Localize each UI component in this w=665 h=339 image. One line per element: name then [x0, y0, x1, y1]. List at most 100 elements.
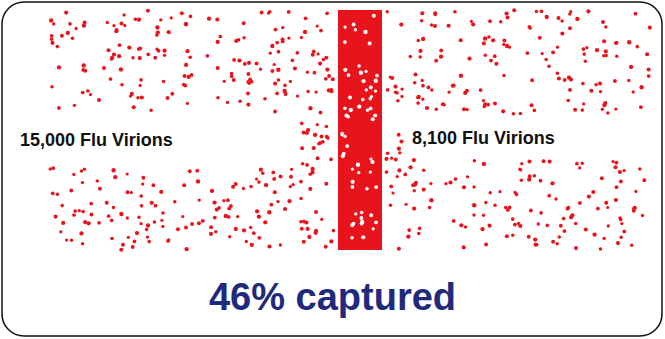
- virion-dot: [418, 227, 422, 231]
- virion-dot: [308, 173, 312, 177]
- virion-dot: [596, 207, 600, 211]
- virion-dot: [638, 167, 642, 171]
- virion-dot: [614, 41, 618, 45]
- virion-dot: [547, 194, 551, 198]
- virion-dot: [533, 237, 537, 241]
- virion-dot: [246, 92, 250, 96]
- virion-dot: [270, 69, 274, 73]
- virion-dot: [384, 157, 388, 161]
- virion-dot: [390, 157, 393, 160]
- virion-dot: [354, 212, 357, 215]
- virion-dot: [372, 227, 375, 230]
- virion-dot: [614, 198, 618, 202]
- virion-dot: [568, 12, 571, 15]
- virion-dot: [347, 115, 350, 118]
- virion-dot: [357, 171, 360, 174]
- virion-dot: [394, 158, 398, 162]
- virion-dot: [269, 52, 272, 55]
- virion-dot: [513, 191, 516, 194]
- virion-dot: [316, 123, 319, 126]
- virion-dot: [324, 245, 328, 249]
- virion-dot: [182, 183, 186, 187]
- virion-dot: [511, 217, 515, 221]
- virion-dot: [277, 50, 281, 54]
- virion-dot: [50, 85, 54, 89]
- virion-dot: [313, 71, 317, 75]
- virion-dot: [489, 59, 493, 63]
- virion-dot: [350, 180, 354, 184]
- virion-dot: [604, 201, 608, 205]
- virion-dot: [284, 92, 288, 96]
- virion-dot: [343, 106, 346, 109]
- virion-dot: [184, 63, 188, 67]
- virion-dot: [369, 85, 373, 89]
- virion-dot: [207, 17, 211, 21]
- virion-dot: [212, 200, 216, 204]
- virion-dot: [359, 216, 363, 220]
- virion-dot: [302, 130, 306, 134]
- virion-dot: [110, 237, 114, 241]
- virion-dot: [65, 238, 68, 241]
- virion-dot: [150, 201, 154, 205]
- virion-dot: [484, 243, 488, 247]
- virion-dot: [110, 218, 114, 222]
- virion-dot: [459, 74, 463, 78]
- virion-dot: [629, 65, 633, 69]
- virion-dot: [556, 46, 559, 49]
- virion-dot: [493, 203, 497, 207]
- virion-dot: [70, 238, 73, 241]
- virion-dot: [332, 229, 336, 233]
- virion-dot: [213, 216, 217, 220]
- virion-dot: [306, 71, 309, 74]
- virion-dot: [504, 11, 508, 15]
- virion-dot: [459, 223, 463, 227]
- virion-dot: [86, 89, 90, 93]
- virion-dot: [641, 214, 644, 217]
- virion-dot: [574, 246, 578, 250]
- virion-dot: [600, 176, 604, 180]
- virion-dot: [601, 20, 605, 24]
- virion-dot: [307, 235, 311, 239]
- virion-dot: [535, 243, 538, 246]
- virion-dot: [647, 67, 651, 71]
- virion-dot: [551, 240, 555, 244]
- virion-dot: [613, 79, 617, 83]
- virion-dot: [81, 91, 85, 95]
- virion-dot: [374, 89, 377, 92]
- virion-dot: [472, 213, 475, 216]
- virion-dot: [544, 58, 547, 61]
- virion-dot: [173, 200, 177, 204]
- virion-dot: [184, 247, 188, 251]
- virion-dot: [560, 32, 564, 36]
- virion-dot: [118, 43, 122, 47]
- virion-dot: [417, 95, 421, 99]
- virion-dot: [102, 66, 106, 70]
- virion-dot: [488, 224, 492, 228]
- virion-dot: [86, 221, 90, 225]
- virion-dot: [119, 22, 123, 26]
- virion-dot: [146, 223, 150, 227]
- virion-dot: [119, 248, 123, 252]
- virion-dot: [73, 209, 77, 213]
- virion-dot: [504, 206, 508, 210]
- virion-dot: [155, 48, 158, 51]
- virion-dot: [548, 160, 552, 164]
- virion-dot: [491, 38, 495, 42]
- virion-dot: [229, 204, 233, 208]
- virion-dot: [413, 72, 417, 76]
- virion-dot: [52, 22, 55, 25]
- virion-dot: [189, 15, 193, 19]
- virion-dot: [257, 236, 261, 240]
- virion-dot: [111, 168, 115, 172]
- virion-dot: [632, 209, 636, 213]
- virion-dot: [627, 40, 631, 44]
- virion-dot: [351, 222, 355, 226]
- virion-dot: [112, 24, 115, 27]
- virion-dot: [567, 75, 571, 79]
- virion-dot: [539, 211, 543, 215]
- virion-dot: [341, 154, 345, 158]
- virion-dot: [263, 220, 267, 224]
- virion-dot: [530, 78, 534, 82]
- virion-dot: [183, 84, 187, 88]
- virion-dot: [389, 204, 393, 208]
